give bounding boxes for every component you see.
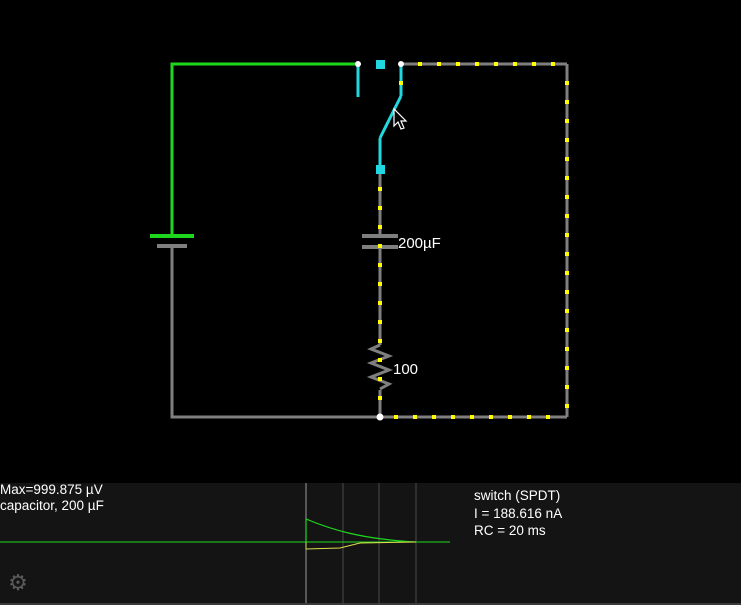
circuit-nodes[interactable]	[355, 61, 404, 421]
current-dot	[418, 62, 422, 66]
wires-idle[interactable]	[170, 62, 569, 419]
current-dot	[565, 252, 569, 256]
current-dot	[546, 415, 550, 419]
current-dot	[565, 385, 569, 389]
current-dot	[475, 62, 479, 66]
current-dot	[378, 301, 382, 305]
mouse-pointer-icon	[393, 107, 408, 130]
current-dot	[378, 396, 382, 400]
current-dot	[399, 81, 403, 85]
info-current: I = 188.616 nA	[474, 505, 563, 521]
current-dot	[378, 187, 382, 191]
scope-current-trace	[305, 541, 417, 550]
current-dot	[565, 328, 569, 332]
scope-plot[interactable]	[0, 483, 741, 605]
current-dot	[565, 195, 569, 199]
info-element-name: switch (SPDT)	[474, 488, 561, 503]
resistor[interactable]	[366, 343, 394, 391]
resistor-value-label: 100	[393, 361, 418, 378]
current-dot	[378, 282, 382, 286]
spdt-switch[interactable]	[356, 60, 403, 174]
current-dot	[378, 263, 382, 267]
scope-voltage-trace	[305, 518, 417, 543]
info-panel: switch (SPDT) I = 188.616 nA RC = 20 ms	[474, 487, 562, 540]
current-dot	[565, 290, 569, 294]
circuit-canvas[interactable]: 200µF 100	[0, 0, 741, 483]
current-dot	[470, 415, 474, 419]
current-dot	[565, 347, 569, 351]
current-dot	[565, 404, 569, 408]
capacitor-value-label: 200µF	[398, 235, 441, 252]
current-dot	[378, 225, 382, 229]
scope-element-label: capacitor, 200 µF	[0, 498, 104, 513]
current-dot	[456, 62, 460, 66]
current-dot	[378, 358, 382, 362]
current-dot	[508, 415, 512, 419]
bottom-border	[0, 603, 741, 605]
info-rc: RC = 20 ms	[474, 523, 546, 538]
current-dot	[565, 309, 569, 313]
current-dot	[451, 415, 455, 419]
wire-battery-positive[interactable]	[170, 62, 358, 236]
current-dot	[394, 415, 398, 419]
current-dot	[565, 233, 569, 237]
current-dot	[527, 415, 531, 419]
current-dot	[494, 62, 498, 66]
current-dot	[378, 244, 382, 248]
current-dot	[413, 415, 417, 419]
current-dot	[565, 138, 569, 142]
current-dot	[565, 176, 569, 180]
gear-icon[interactable]: ⚙	[8, 570, 28, 595]
current-dot	[432, 415, 436, 419]
scope-gridlines	[342, 483, 417, 605]
current-dot	[565, 366, 569, 370]
current-dot	[565, 214, 569, 218]
scope-max-label: Max=999.875 µV	[0, 482, 103, 497]
current-dot	[532, 62, 536, 66]
current-dot	[565, 271, 569, 275]
current-dot	[551, 62, 555, 66]
scope-panel[interactable]: Max=999.875 µV capacitor, 200 µF switch …	[0, 482, 741, 605]
current-dot	[437, 62, 441, 66]
current-dot	[565, 100, 569, 104]
current-dot	[565, 81, 569, 85]
current-dot	[378, 206, 382, 210]
current-dots	[378, 62, 569, 419]
current-dot	[489, 415, 493, 419]
current-dot	[565, 119, 569, 123]
current-dot	[378, 377, 382, 381]
current-dot	[378, 339, 382, 343]
current-dot	[513, 62, 517, 66]
battery[interactable]	[150, 234, 194, 248]
current-dot	[565, 157, 569, 161]
current-dot	[378, 320, 382, 324]
